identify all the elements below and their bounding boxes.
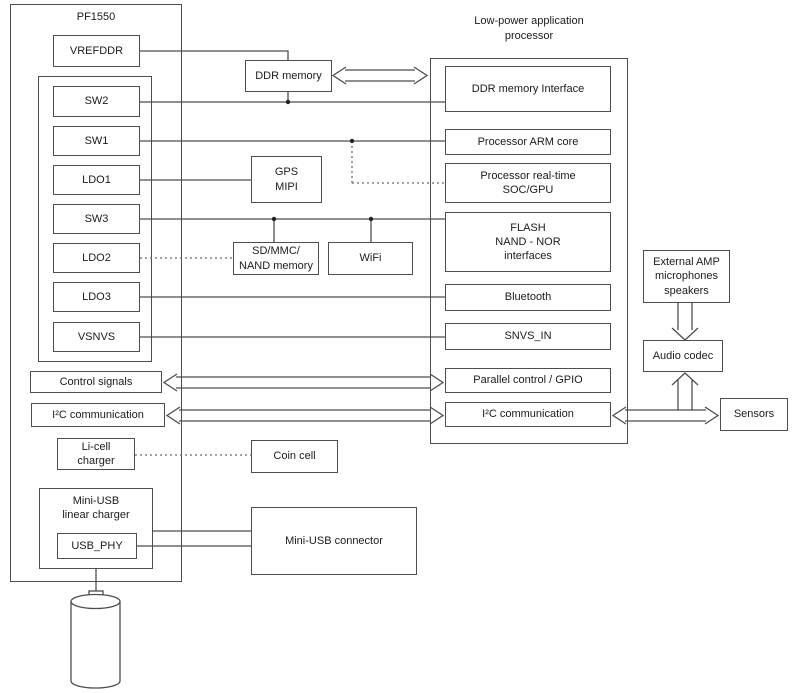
block-coin-cell: Coin cell (251, 440, 338, 473)
block-ldo3: LDO3 (53, 282, 140, 312)
block-ldo1: LDO1 (53, 165, 140, 195)
block-sensors: Sensors (720, 398, 788, 431)
block-external-amp: External AMP microphones speakers (643, 250, 730, 303)
arrow-ddr-memory-bus (331, 66, 429, 85)
battery-icon (70, 590, 121, 689)
block-vrefddr: VREFDDR (53, 35, 140, 67)
block-sw3: SW3 (53, 204, 140, 234)
block-sw1: SW1 (53, 126, 140, 156)
block-arm-core: Processor ARM core (445, 129, 611, 155)
block-bluetooth: Bluetooth (445, 284, 611, 311)
block-sw2: SW2 (53, 86, 140, 117)
block-flash-interfaces: FLASH NAND - NOR interfaces (445, 212, 611, 272)
arrow-i2c-bus-right (611, 406, 720, 425)
block-ddr-memory: DDR memory (245, 60, 332, 92)
block-control-signals: Control signals (30, 371, 162, 393)
block-ddr-interface: DDR memory Interface (445, 66, 611, 112)
block-i2c-processor: I²C communication (445, 402, 611, 427)
block-i2c-pmic: I²C communication (31, 403, 165, 427)
block-snvs-in: SNVS_IN (445, 323, 611, 350)
wire-sw3-to-flash (140, 218, 445, 242)
processor-outline (430, 58, 628, 444)
block-licell-charger: Li-cell charger (57, 438, 135, 470)
block-realtime-soc-gpu: Processor real-time SOC/GPU (445, 163, 611, 203)
block-sd-mmc-nand: SD/MMC/ NAND memory (233, 242, 319, 275)
block-parallel-gpio: Parallel control / GPIO (445, 368, 611, 393)
arrow-i2c-bus-left (165, 406, 445, 425)
arrow-control-signals-bus (162, 373, 445, 392)
block-ldo2: LDO2 (53, 243, 140, 273)
processor-title: Low-power application processor (474, 15, 584, 42)
block-gps-mipi: GPS MIPI (251, 156, 322, 203)
block-audio-codec: Audio codec (643, 340, 723, 372)
arrow-amp-to-codec (671, 303, 699, 341)
block-vsnvs: VSNVS (53, 322, 140, 352)
block-miniusb-connector: Mini-USB connector (251, 507, 417, 575)
arrow-i2c-to-codec (671, 372, 699, 410)
block-wifi: WiFi (328, 242, 413, 275)
pf1550-title: PF1550 (76, 11, 116, 23)
wire-sw2-to-ddr-interface (140, 92, 445, 103)
block-usb-phy: USB_PHY (57, 533, 137, 559)
